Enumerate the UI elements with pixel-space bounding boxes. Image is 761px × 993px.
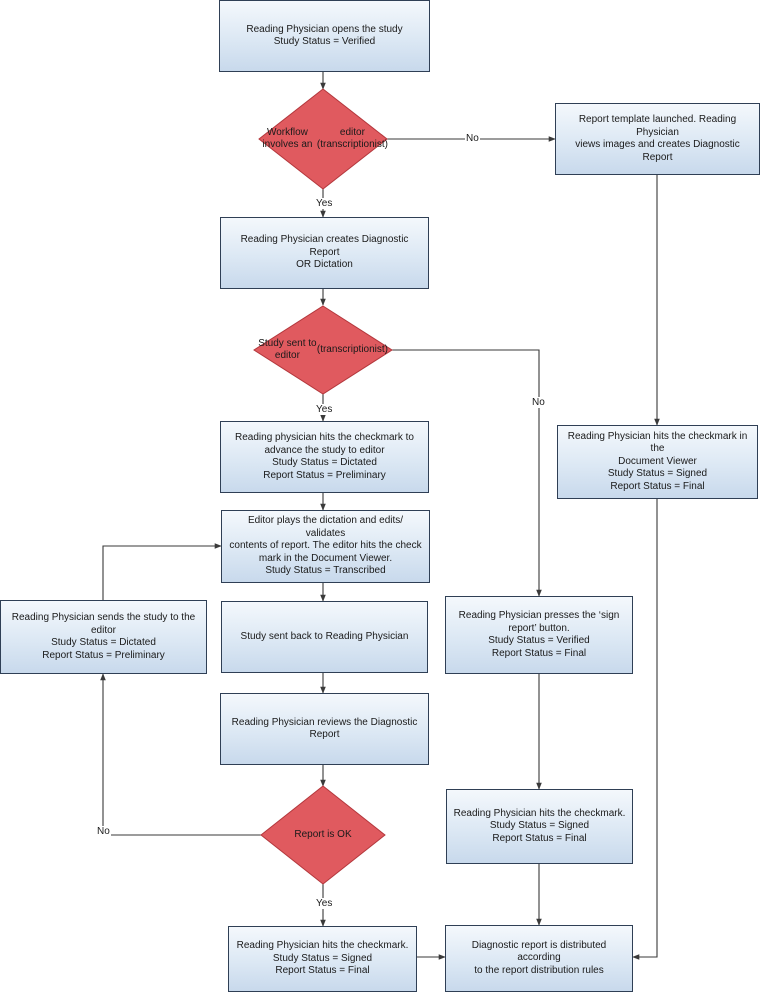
- node-text-line: Workflow involves an: [262, 126, 313, 151]
- node-text-line: Report Status = Final: [492, 832, 587, 844]
- node-reviews-report: Reading Physician reviews the Diagnostic…: [220, 693, 429, 765]
- node-text-line: Study Status = Dictated: [51, 637, 156, 648]
- node-hits-checkmark-right: Reading Physician hits the checkmark.Stu…: [446, 789, 633, 864]
- node-text-line: Study Status = Verified: [273, 36, 376, 47]
- node-template-launched: Report template launched. Reading Physic…: [555, 103, 760, 175]
- node-text-line: Report Status = Final: [275, 965, 370, 977]
- node-text-line: to the report distribution rules: [474, 964, 604, 976]
- edge-docviewer-to-distributed: [632, 499, 658, 960]
- edge-label-no-sent: No: [531, 397, 546, 408]
- node-text-line: mark in the Document Viewer.: [258, 552, 393, 564]
- node-text-line: Diagnostic report is distributed accordi…: [471, 939, 607, 964]
- node-sent-back: Study sent back to Reading Physician: [221, 601, 428, 673]
- edge-label-yes-workflow: Yes: [315, 198, 334, 209]
- node-hits-checkmark-bottom: Reading Physician hits the checkmark.Stu…: [228, 926, 417, 992]
- node-text-line: Report Status = Final: [610, 480, 705, 492]
- node-text-line: Reading Physician hits the checkmark.: [453, 807, 626, 819]
- node-text-line: Reading Physician sends the study to the: [11, 612, 196, 623]
- edge-label-no-workflow: No: [465, 133, 480, 144]
- node-editor-plays: Editor plays the dictation and edits/ va…: [221, 510, 430, 583]
- node-creates-report: Reading Physician creates Diagnostic Rep…: [220, 217, 429, 289]
- edge-label-yes-sent: Yes: [315, 404, 334, 415]
- node-text-line: Reading Physician presses the ‘sign: [458, 610, 620, 621]
- node-text-line: views images and creates Diagnostic Repo…: [575, 139, 740, 163]
- node-text-line: Study Status = Dictated: [272, 457, 377, 468]
- node-text-line: report’ button.: [508, 622, 570, 634]
- decision-workflow-editor-shape: [258, 88, 388, 190]
- node-text-line: Study sent back to Reading Physician: [240, 630, 409, 642]
- node-text-line: Report: [309, 729, 340, 740]
- node-text-line: Report Status = Preliminary: [42, 649, 165, 661]
- node-text-line: Report template launched. Reading Physic…: [578, 114, 737, 138]
- node-text-line: Document Viewer: [618, 455, 697, 467]
- node-text-line: Study Status = Signed: [489, 820, 590, 832]
- node-text-line: Reading Physician hits the checkmark.: [236, 940, 409, 952]
- edge-label-yes-report: Yes: [315, 898, 334, 909]
- node-text-line: Report Status = Preliminary: [263, 469, 386, 481]
- node-text-line: Study Status = Verified: [488, 635, 590, 646]
- node-text-line: Report is OK: [294, 828, 352, 840]
- node-text-line: editor: [90, 624, 116, 636]
- node-text-line: Reading Physician opens the study: [246, 23, 403, 35]
- node-text-line: Reading physician hits the checkmark to: [235, 432, 414, 443]
- node-text-line: OR Dictation: [296, 259, 353, 271]
- node-text-line: Editor plays the dictation and edits/ va…: [247, 515, 404, 539]
- decision-report-ok-shape: [260, 785, 386, 885]
- node-text-line: Reading Physician reviews the Diagnostic: [231, 716, 418, 728]
- decision-report-ok-label: Report is OK: [263, 815, 383, 855]
- node-text-line: Study Status = Signed: [272, 952, 373, 964]
- node-text-line: editor (transcriptionist): [316, 126, 389, 151]
- node-distributed: Diagnostic report is distributed accordi…: [445, 925, 633, 992]
- edge-sent-no: [392, 349, 542, 597]
- node-text-line: Study sent to editor: [258, 337, 317, 362]
- node-checkmark-doc-viewer: Reading Physician hits the checkmark in …: [557, 425, 758, 499]
- node-text-line: Reading Physician hits the checkmark in …: [567, 430, 748, 455]
- node-text-line: Study Status = Signed: [607, 468, 708, 480]
- decision-sent-to-editor-label: Study sent to editor(transcriptionist): [258, 325, 388, 375]
- node-text-line: Report Status = Final: [491, 647, 587, 659]
- edge-label-no-report: No: [96, 826, 111, 837]
- edge-sends-to-editor: [102, 543, 222, 600]
- node-sends-to-editor: Reading Physician sends the study to the…: [0, 600, 207, 674]
- node-text-line: Study Status = Transcribed: [265, 565, 386, 577]
- node-text-line: Reading Physician creates Diagnostic Rep…: [240, 234, 409, 258]
- node-text-line: advance the study to editor: [264, 444, 385, 456]
- node-text-line: contents of report. The editor hits the …: [229, 540, 422, 552]
- node-text-line: (transcriptionist): [316, 343, 388, 355]
- decision-sent-to-editor-shape: [253, 305, 393, 395]
